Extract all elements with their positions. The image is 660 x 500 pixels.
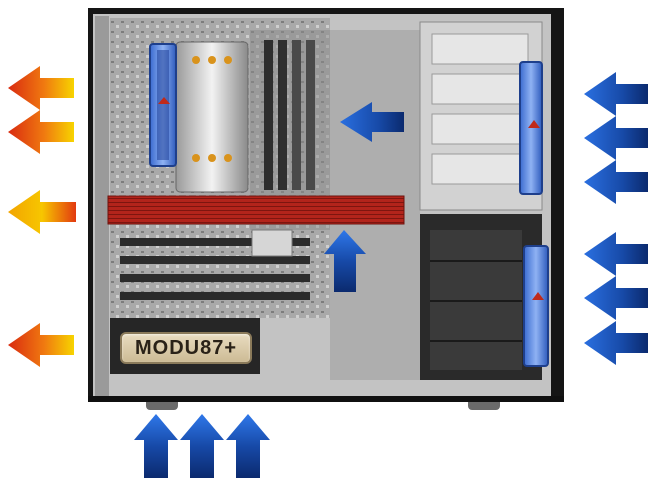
bottom-intake-arrow-icon — [226, 414, 270, 478]
ram-slot — [264, 40, 273, 190]
small-arrow-icon — [528, 120, 540, 128]
intake-arrows — [584, 72, 648, 365]
small-arrow-icon — [532, 292, 544, 300]
heatpipe-cap — [192, 154, 200, 162]
exhaust-arrow-icon — [8, 323, 74, 367]
drive-bay — [431, 153, 529, 185]
intake-arrow-icon — [584, 321, 648, 365]
front-fan-lower — [523, 245, 549, 367]
cpu-heatsink — [175, 41, 249, 193]
psu-brand-label: MODU87+ — [120, 332, 252, 364]
bottom-intake-arrow-icon — [134, 414, 178, 478]
intake-arrow-icon — [584, 232, 648, 276]
heatpipe-cap — [224, 154, 232, 162]
intake-arrow-icon — [584, 160, 648, 204]
intake-arrow-icon — [584, 276, 648, 320]
ram-slot — [306, 40, 315, 190]
intake-arrow-icon — [584, 116, 648, 160]
drive-bay — [431, 113, 529, 145]
case-feet — [88, 396, 564, 410]
bottom-intake-arrow-icon — [180, 414, 224, 478]
ram-slot — [292, 40, 301, 190]
graphics-card — [107, 195, 405, 225]
drive-bay — [431, 73, 529, 105]
exhaust-arrow-icon — [8, 190, 76, 234]
ram-slots — [264, 40, 315, 190]
exhaust-arrows — [8, 66, 76, 367]
small-arrow-icon — [158, 97, 170, 104]
ram-slot — [278, 40, 287, 190]
heatpipe-cap — [224, 56, 232, 64]
internal-airflow-arrow-icon — [340, 102, 404, 142]
drive-bay — [431, 33, 529, 65]
hdd-cage — [420, 214, 549, 380]
bottom-intake-arrows — [134, 414, 270, 478]
gpu-airflow-arrow-icon — [324, 230, 366, 292]
heatpipe-cap — [192, 56, 200, 64]
rear-io-panel — [95, 16, 109, 396]
cpu-cooler — [149, 41, 249, 193]
exhaust-arrow-icon — [8, 110, 74, 154]
exhaust-arrow-icon — [8, 66, 74, 110]
expansion-slots — [120, 229, 310, 300]
chipset-heatsink — [251, 229, 293, 257]
drive-bays — [419, 21, 543, 211]
intake-arrow-icon — [584, 72, 648, 116]
heatpipe-cap — [208, 56, 216, 64]
heatpipe-cap — [208, 154, 216, 162]
